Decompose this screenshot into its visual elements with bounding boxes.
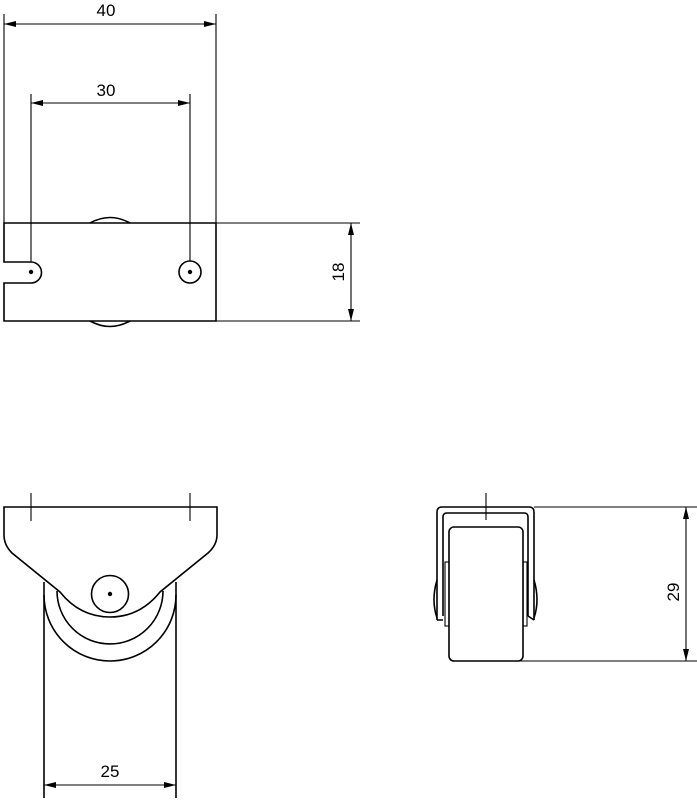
side-view: 29 [433,493,697,662]
dimension-label-18: 18 [329,263,348,282]
wheel [448,526,524,662]
wheel-bottom-arc [89,320,131,328]
dimension-label-30: 30 [97,81,116,100]
wheel-inner-arc [56,590,164,645]
axle-circle [90,574,130,614]
hole-center-dot [187,269,193,275]
wheel-top-arc [89,216,131,224]
slot-center-dot [28,269,34,275]
top-view: 40 30 18 [3,1,360,328]
wheel-outer-arc [43,594,177,662]
hub-right [533,579,538,619]
dimension-label-29: 29 [664,583,683,602]
hub-left [433,579,438,619]
bracket-outline [3,506,218,618]
dimension-label-40: 40 [97,1,116,20]
axle-center-dot [107,591,113,597]
front-view: 25 [3,493,218,798]
dimension-label-25: 25 [101,762,120,781]
top-plate-outline [3,222,217,322]
